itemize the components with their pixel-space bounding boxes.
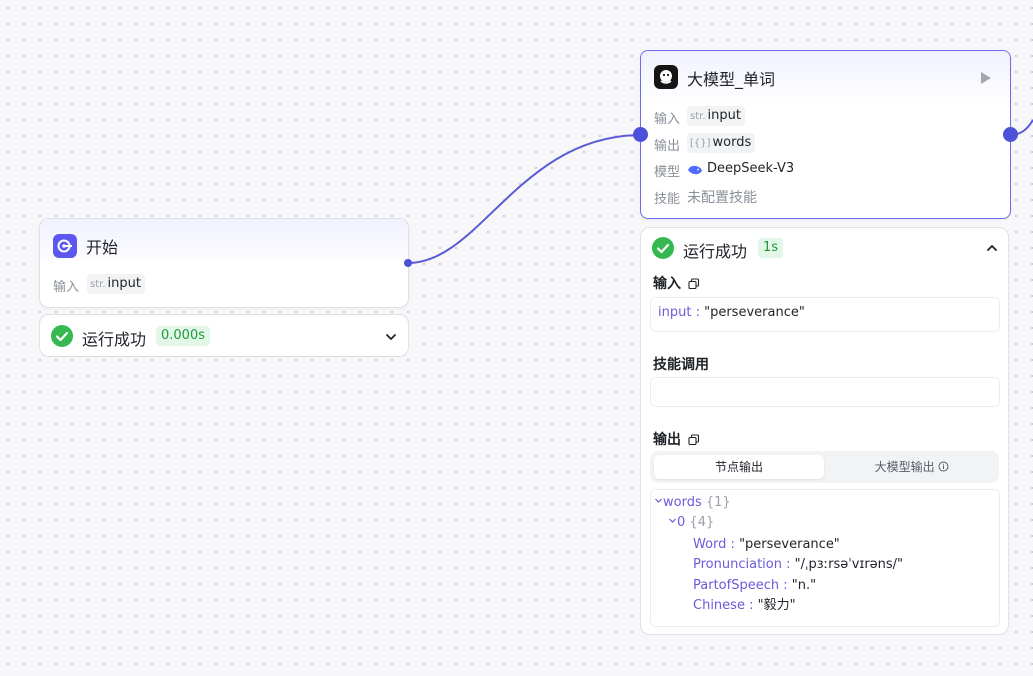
llm-run-result-panel: 运行成功 1s 输入 input : "perseverance" 技能调用 输… bbox=[640, 227, 1009, 635]
llm-skill-label: 技能 bbox=[654, 192, 681, 207]
tree-item-row[interactable]: 0 {4} bbox=[668, 514, 714, 532]
output-json-tree: words {1} 0 {4} Word : "perseverance" Pr… bbox=[650, 489, 1000, 627]
start-output-port[interactable] bbox=[404, 259, 412, 267]
tree-field-row: PartofSpeech : "n." bbox=[693, 578, 817, 593]
llm-status-text: 运行成功 bbox=[683, 242, 748, 261]
deepseek-whale-icon bbox=[687, 162, 703, 181]
tree-root-count: {1} bbox=[705, 495, 731, 510]
info-icon bbox=[938, 461, 949, 472]
field-value: "/ˌpɜːrsəˈvɪrəns/" bbox=[794, 557, 904, 572]
tree-field-row: Word : "perseverance" bbox=[693, 537, 840, 552]
skill-call-section-title: 技能调用 bbox=[653, 357, 709, 373]
llm-node[interactable]: 大模型_单词 输入 str.input 输出 [{}]words 模型 Deep… bbox=[640, 50, 1011, 219]
field-value: "perseverance" bbox=[739, 537, 840, 552]
start-node[interactable]: 开始 输入 str.input bbox=[39, 218, 412, 308]
start-run-status[interactable]: 运行成功 0.000s bbox=[39, 314, 409, 357]
edge-start-to-llm bbox=[407, 134, 642, 264]
llm-input-name: input bbox=[707, 108, 741, 123]
llm-output-port[interactable] bbox=[1003, 127, 1018, 142]
start-flow-icon bbox=[53, 234, 77, 258]
llm-output-name: words bbox=[712, 135, 752, 150]
tree-root-row[interactable]: words {1} bbox=[654, 494, 731, 512]
play-icon[interactable] bbox=[980, 70, 992, 89]
input-json-box: input : "perseverance" bbox=[650, 297, 1000, 332]
chevron-down-icon[interactable] bbox=[384, 329, 398, 348]
tab-llm-output[interactable]: 大模型输出 bbox=[828, 455, 996, 479]
tree-item-key: 0 bbox=[677, 515, 686, 530]
llm-input-type: str. bbox=[690, 111, 706, 122]
tab-llm-output-label: 大模型输出 bbox=[874, 460, 935, 474]
tree-field-row: Pronunciation : "/ˌpɜːrsəˈvɪrəns/" bbox=[693, 557, 904, 572]
output-tab-switcher: 节点输出 大模型输出 bbox=[650, 451, 999, 483]
start-node-header bbox=[40, 219, 408, 267]
start-input-tag: str.input bbox=[87, 274, 145, 294]
tree-item-count: {4} bbox=[689, 515, 715, 530]
skill-call-box bbox=[650, 377, 1000, 407]
start-status-text: 运行成功 bbox=[82, 330, 147, 349]
field-key: PartofSpeech bbox=[693, 578, 780, 593]
start-status-time: 0.000s bbox=[156, 326, 210, 346]
llm-input-port[interactable] bbox=[633, 127, 648, 142]
llm-input-label: 输入 bbox=[654, 112, 681, 127]
copy-icon[interactable] bbox=[688, 275, 700, 294]
llm-bot-icon bbox=[654, 65, 678, 89]
llm-node-header bbox=[641, 51, 1010, 103]
tree-root-key: words bbox=[663, 495, 702, 510]
tree-field-row: Chinese : "毅力" bbox=[693, 598, 796, 613]
llm-output-label: 输出 bbox=[654, 139, 681, 154]
llm-input-tag: str.input bbox=[687, 106, 745, 126]
start-node-title: 开始 bbox=[86, 238, 119, 257]
field-key: Chinese bbox=[693, 598, 745, 613]
llm-skill-value: 未配置技能 bbox=[687, 190, 757, 206]
check-circle-icon bbox=[652, 237, 674, 259]
output-section-title: 输出 bbox=[653, 432, 681, 448]
start-input-type: str. bbox=[90, 279, 106, 290]
chevron-down-icon[interactable] bbox=[668, 516, 677, 525]
input-value: "perseverance" bbox=[704, 305, 805, 320]
field-key: Pronunciation bbox=[693, 557, 782, 572]
llm-output-type: [{}] bbox=[690, 138, 711, 149]
llm-status-time: 1s bbox=[758, 238, 784, 258]
field-value: "毅力" bbox=[757, 598, 796, 613]
copy-icon[interactable] bbox=[688, 431, 700, 450]
chevron-up-icon[interactable] bbox=[985, 240, 999, 259]
llm-model-name: DeepSeek-V3 bbox=[707, 161, 795, 176]
start-input-name: input bbox=[107, 276, 141, 291]
field-value: "n." bbox=[791, 578, 817, 593]
check-circle-icon bbox=[51, 325, 73, 347]
start-input-label: 输入 bbox=[53, 280, 80, 295]
llm-output-tag: [{}]words bbox=[687, 133, 756, 153]
llm-node-title: 大模型_单词 bbox=[687, 70, 776, 89]
chevron-down-icon[interactable] bbox=[654, 496, 663, 505]
input-section-title: 输入 bbox=[653, 276, 681, 292]
tab-node-output[interactable]: 节点输出 bbox=[654, 455, 824, 479]
llm-model-label: 模型 bbox=[654, 165, 681, 180]
input-key: input bbox=[658, 305, 692, 320]
field-key: Word bbox=[693, 537, 727, 552]
